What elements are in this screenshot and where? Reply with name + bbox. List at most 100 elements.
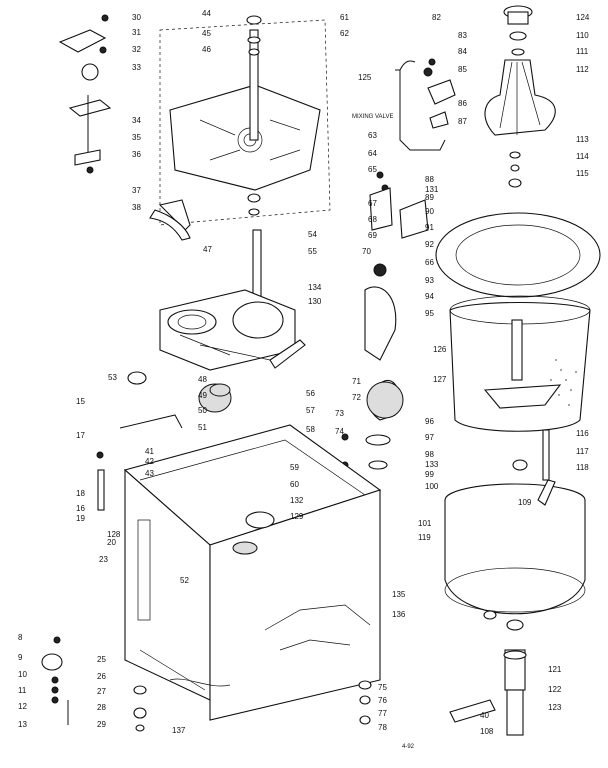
callout-74: 74 xyxy=(335,427,344,436)
callout-134: 134 xyxy=(308,283,322,292)
callout-38: 38 xyxy=(132,203,141,212)
callout-133: 133 xyxy=(425,460,439,469)
callout-116: 116 xyxy=(576,429,589,438)
callout-91: 91 xyxy=(425,223,434,232)
callout-109: 109 xyxy=(518,498,532,507)
callout-125: 125 xyxy=(358,73,372,82)
callout-66: 66 xyxy=(425,258,434,267)
callout-65: 65 xyxy=(368,165,377,174)
callout-67: 67 xyxy=(368,199,377,208)
callout-94: 94 xyxy=(425,292,434,301)
callout-25: 25 xyxy=(97,655,106,664)
callout-33: 33 xyxy=(132,63,141,72)
callout-18: 18 xyxy=(76,489,85,498)
callout-97: 97 xyxy=(425,433,434,442)
callout-19: 19 xyxy=(76,514,85,523)
callout-45: 45 xyxy=(202,29,211,38)
callout-60: 60 xyxy=(290,480,299,489)
callout-76: 76 xyxy=(378,696,387,705)
callout-28: 28 xyxy=(97,703,106,712)
callout-34: 34 xyxy=(132,116,141,125)
callout-16: 16 xyxy=(76,504,85,513)
left-side-parts xyxy=(41,371,372,732)
callout-115: 115 xyxy=(576,169,589,178)
callout-119: 119 xyxy=(418,533,431,542)
callout-46: 46 xyxy=(202,45,211,54)
callout-29: 29 xyxy=(97,720,106,729)
callout-63: 63 xyxy=(368,131,377,140)
callout-85: 85 xyxy=(458,65,467,74)
callout-51: 51 xyxy=(198,423,207,432)
callout-121: 121 xyxy=(548,665,562,674)
callout-71: 71 xyxy=(352,377,361,386)
callout-113: 113 xyxy=(576,135,589,144)
callout-12: 12 xyxy=(18,702,27,711)
callout-48: 48 xyxy=(198,375,207,384)
callout-17: 17 xyxy=(76,431,85,440)
callout-10: 10 xyxy=(18,670,27,679)
callout-130: 130 xyxy=(308,297,322,306)
callout-23: 23 xyxy=(99,555,108,564)
callout-15: 15 xyxy=(76,397,85,406)
callout-72: 72 xyxy=(352,393,361,402)
callout-47: 47 xyxy=(203,245,212,254)
callout-56: 56 xyxy=(306,389,315,398)
callout-84: 84 xyxy=(458,47,467,56)
callout-32: 32 xyxy=(132,45,141,54)
wash-basket xyxy=(435,212,601,432)
drive-shaft xyxy=(249,29,259,141)
callout-labels: 3031323334353637384445466162828384858687… xyxy=(18,9,590,736)
callout-62: 62 xyxy=(340,29,349,38)
callout-70: 70 xyxy=(362,247,371,256)
drive-plate-group xyxy=(159,15,331,226)
callout-83: 83 xyxy=(458,31,467,40)
mixing-valve-label: MIXING VALVE xyxy=(352,114,393,120)
callout-35: 35 xyxy=(132,133,141,142)
callout-136: 136 xyxy=(392,610,406,619)
outer-tub xyxy=(444,429,586,736)
callout-37: 37 xyxy=(132,186,141,195)
callout-114: 114 xyxy=(576,152,589,161)
basket-perforations xyxy=(550,359,577,406)
callout-58: 58 xyxy=(306,425,315,434)
callout-52: 52 xyxy=(180,576,189,585)
callout-42: 42 xyxy=(145,457,154,466)
callout-8: 8 xyxy=(18,633,23,642)
callout-111: 111 xyxy=(576,47,589,56)
agitator xyxy=(484,5,556,188)
callout-87: 87 xyxy=(458,117,467,126)
callout-75: 75 xyxy=(378,683,387,692)
callout-93: 93 xyxy=(425,276,434,285)
transmission-assembly xyxy=(159,229,306,413)
callout-98: 98 xyxy=(425,450,434,459)
footer-mark: 4-92 xyxy=(402,744,415,750)
callout-26: 26 xyxy=(97,672,106,681)
callout-86: 86 xyxy=(458,99,467,108)
callout-40: 40 xyxy=(480,711,489,720)
callout-101: 101 xyxy=(418,519,432,528)
callout-117: 117 xyxy=(576,447,589,456)
callout-135: 135 xyxy=(392,590,406,599)
callout-78: 78 xyxy=(378,723,387,732)
callout-53: 53 xyxy=(108,373,117,382)
callout-112: 112 xyxy=(576,65,589,74)
callout-57: 57 xyxy=(306,406,315,415)
callout-11: 11 xyxy=(18,686,27,695)
callout-73: 73 xyxy=(335,409,344,418)
callout-92: 92 xyxy=(425,240,434,249)
mounting-plate xyxy=(169,84,321,191)
callout-82: 82 xyxy=(432,13,441,22)
callout-90: 90 xyxy=(425,207,434,216)
callout-88: 88 xyxy=(425,175,434,184)
callout-128: 128 xyxy=(107,530,121,539)
callout-122: 122 xyxy=(548,685,562,694)
callout-64: 64 xyxy=(368,149,377,158)
callout-43: 43 xyxy=(145,469,154,478)
callout-110: 110 xyxy=(576,31,589,40)
callout-27: 27 xyxy=(97,687,106,696)
callout-126: 126 xyxy=(433,345,447,354)
callout-55: 55 xyxy=(308,247,317,256)
callout-132: 132 xyxy=(290,496,304,505)
callout-127: 127 xyxy=(433,375,447,384)
